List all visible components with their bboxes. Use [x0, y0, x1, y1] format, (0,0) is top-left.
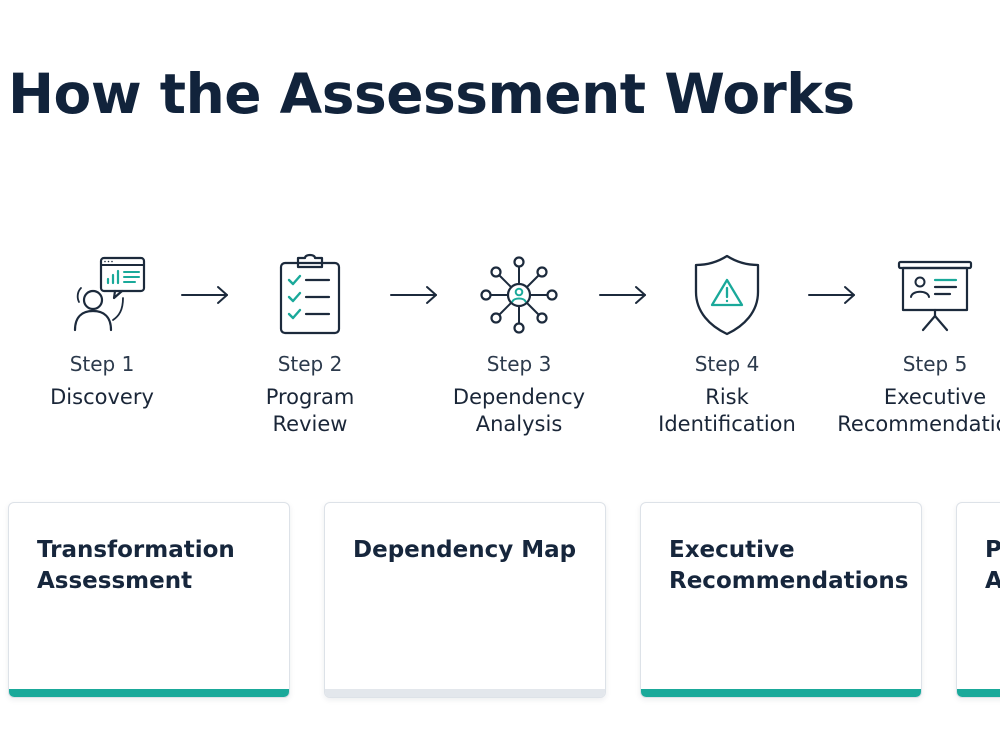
card-title: Transformation Assessment	[37, 537, 235, 594]
step-dependency-analysis: Step 3 Dependency Analysis	[419, 250, 619, 438]
step-risk-identification: Step 4 Risk Identification	[627, 250, 827, 438]
step-number: Step 1	[69, 352, 135, 376]
card-accent-bar	[957, 689, 1000, 697]
step-name: Program Review	[265, 385, 355, 436]
step-program-review: Step 2 Program Review	[210, 250, 410, 438]
network-hub-icon	[480, 256, 558, 334]
card-accent-bar	[9, 689, 289, 697]
deliverable-card-dependency-map[interactable]: Dependency Map	[324, 502, 606, 698]
step-name: Risk Identification	[658, 385, 796, 436]
step-number: Step 3	[486, 352, 552, 376]
step-executive-recommendations: Step 5 Executive Recommendations	[835, 250, 1000, 438]
step-discovery: Step 1 Discovery	[2, 250, 202, 411]
deliverable-card-executive-recommendations[interactable]: Executive Recommendations	[640, 502, 922, 698]
deliverable-card-transformation-assessment[interactable]: Transformation Assessment	[8, 502, 290, 698]
step-name: Executive Recommendations	[837, 385, 1000, 436]
card-accent-bar	[641, 689, 921, 697]
step-name: Discovery	[50, 385, 154, 409]
page-title: How the Assessment Works	[8, 62, 855, 126]
step-number: Step 5	[902, 352, 968, 376]
card-accent-bar	[325, 689, 605, 697]
card-title: Dependency Map	[353, 537, 577, 563]
deliverable-card-partial[interactable]: P A	[956, 502, 1000, 698]
step-number: Step 4	[694, 352, 760, 376]
step-name: Dependency Analysis	[452, 385, 586, 436]
card-title: Executive Recommendations	[669, 537, 909, 594]
shield-warning-icon	[694, 254, 760, 336]
arrow-right-icon	[181, 286, 228, 304]
person-with-dashboard-icon	[73, 256, 146, 332]
clipboard-checklist-icon	[279, 253, 341, 335]
arrow-right-icon	[808, 286, 855, 304]
step-number: Step 2	[277, 352, 343, 376]
arrow-right-icon	[599, 286, 646, 304]
card-title: P A	[985, 535, 1000, 597]
presentation-board-icon	[897, 260, 973, 332]
arrow-right-icon	[390, 286, 437, 304]
